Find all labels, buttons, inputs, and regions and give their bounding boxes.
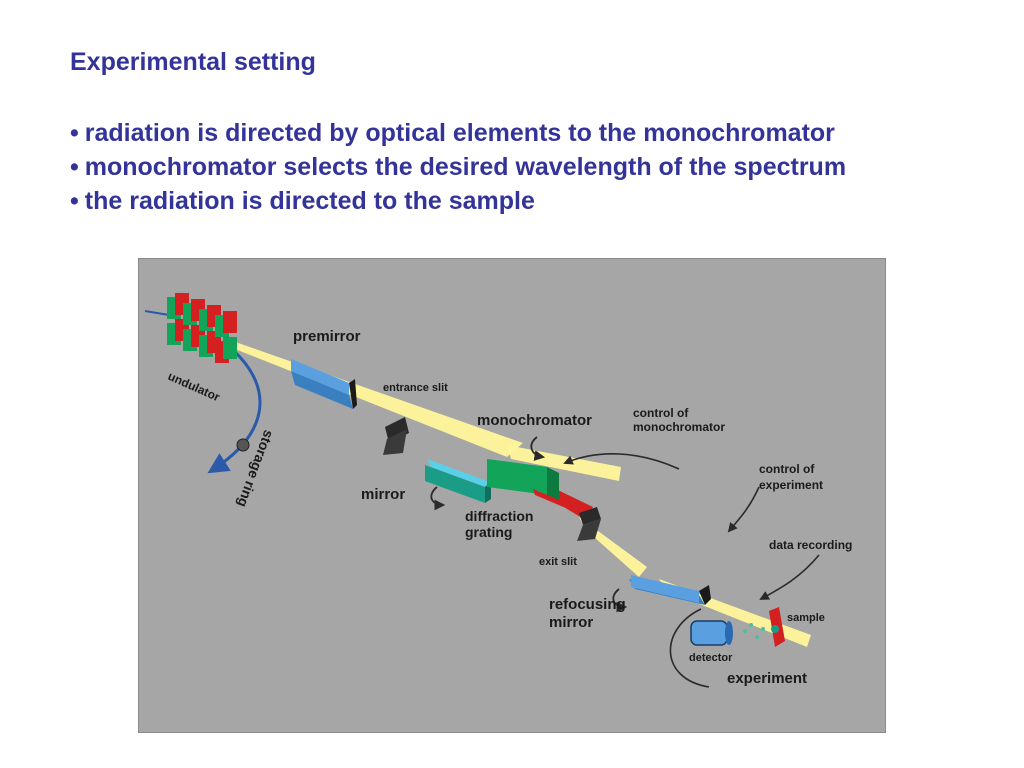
label-diffraction-1: diffraction [465,508,533,524]
label-control-exp-2: experiment [759,478,823,492]
label-detector: detector [689,652,733,664]
bullet-symbol: • [70,153,79,181]
beamline-svg: undulator storage ring premirror entranc… [144,293,852,688]
label-exit-slit: exit slit [539,556,577,568]
electron-entry-line [144,310,170,316]
beamline-diagram: undulator storage ring premirror entranc… [138,258,886,733]
label-control-mono-2: monochromator [633,420,725,434]
bullet-symbol: • [70,119,79,147]
mirror-element [425,459,491,503]
label-control-exp-1: control of [759,462,815,476]
label-entrance-slit: entrance slit [383,382,448,394]
entrance-slit [383,417,409,455]
page-title: Experimental setting [70,48,316,76]
label-undulator: undulator [166,369,223,404]
bullet-item: •the radiation is directed to the sample [70,184,846,218]
undulator-magnets [167,293,237,363]
label-premirror: premirror [293,328,361,345]
diffraction-grating [533,489,573,511]
label-experiment: experiment [727,670,807,687]
monochromator-box [487,459,559,501]
electron-icon [236,438,250,452]
bullet-text: the radiation is directed to the sample [84,187,535,215]
mirror-rotation-arrow [430,486,446,511]
bullet-item: •radiation is directed by optical elemen… [70,116,846,150]
control-exp-arrow [727,486,760,533]
control-mono-arrow [563,453,680,470]
bullet-symbol: • [70,187,79,215]
label-sample: sample [787,612,825,624]
label-refocusing-1: refocusing [549,596,626,613]
data-recording-arrow [759,554,820,600]
bullet-text: radiation is directed by optical element… [84,119,835,147]
refocusing-rotation-arrow [612,588,628,613]
label-mirror: mirror [361,486,405,503]
refocusing-mirror [629,575,711,605]
label-diffraction-2: grating [465,524,512,540]
mono-rotation-arrow [530,436,546,461]
label-control-mono-1: control of [633,406,689,420]
sample-holder [769,607,785,647]
label-data-recording: data recording [769,538,852,552]
premirror [291,359,357,409]
label-refocusing-2: mirror [549,614,593,631]
label-monochromator: monochromator [477,412,592,429]
exit-slit [577,507,601,541]
bullet-text: monochromator selects the desired wavele… [84,153,847,181]
detector-icon [690,620,765,646]
storage-ring-arc [207,349,262,474]
bullet-list: •radiation is directed by optical elemen… [70,116,846,218]
bullet-item: •monochromator selects the desired wavel… [70,150,846,184]
experiment-bracket [669,608,710,688]
